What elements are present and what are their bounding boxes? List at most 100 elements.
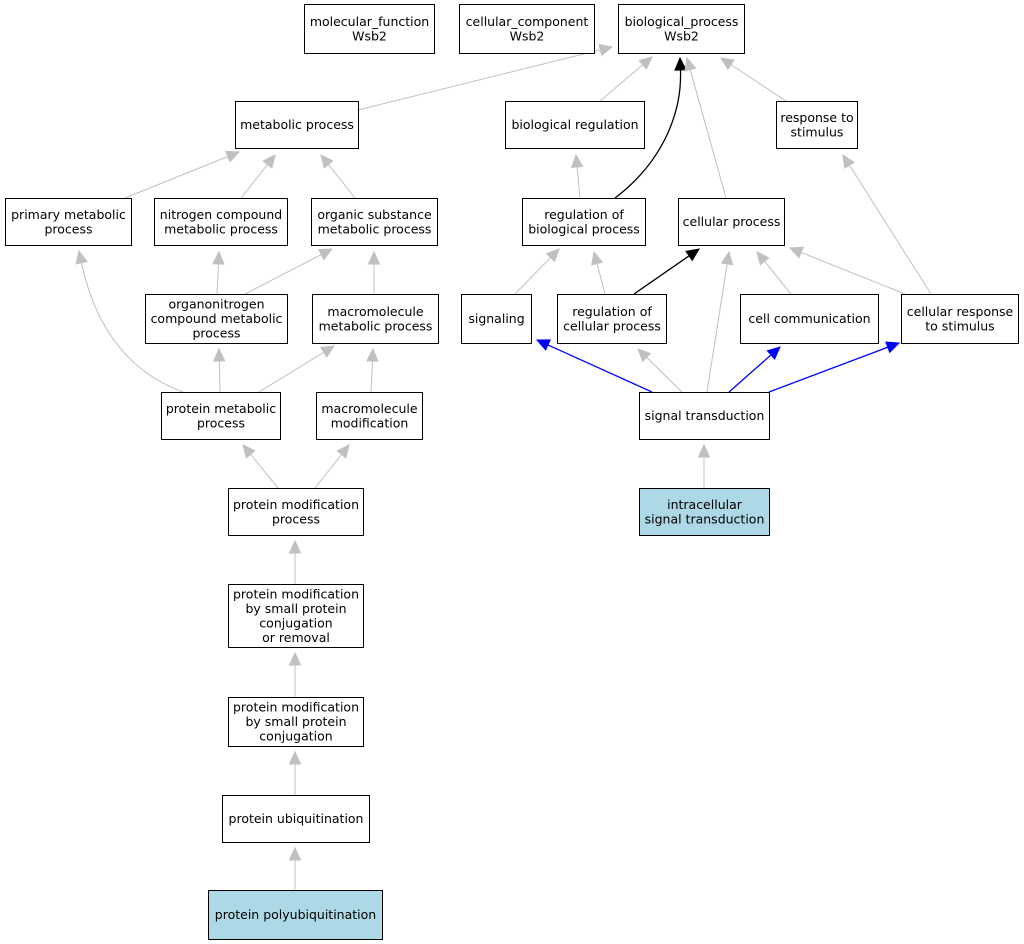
node-box bbox=[461, 294, 532, 344]
node-box bbox=[459, 4, 595, 54]
edge-polyubiq-to-ubiq-arrowhead bbox=[288, 846, 302, 861]
edge-bioreg-to-bp bbox=[599, 56, 653, 102]
node-label-line: protein modification bbox=[233, 700, 359, 715]
edge-sig-to-regbio-arrowhead bbox=[545, 248, 560, 263]
node-label-line: protein ubiquitination bbox=[229, 811, 364, 826]
node-label-line: protein modification bbox=[233, 497, 359, 512]
edge-sigtrans-to-cellp bbox=[706, 250, 734, 393]
node-label-line: cell communication bbox=[748, 311, 870, 326]
node-label-line: Wsb2 bbox=[664, 28, 699, 43]
edge-prim-to-meta-line bbox=[124, 156, 229, 199]
node-label-line: conjugation bbox=[259, 729, 332, 744]
edge-cellresp-to-resp-line bbox=[848, 164, 932, 295]
node-label-line: compound metabolic bbox=[151, 311, 283, 326]
edge-pmsmall-to-protmod-arrowhead bbox=[288, 539, 302, 554]
edge-orgN-to-org-arrowhead bbox=[318, 248, 334, 261]
node-polyubiq[interactable]: protein polyubiquitination bbox=[208, 890, 383, 940]
node-box bbox=[154, 198, 288, 246]
node-label-line: modification bbox=[331, 415, 409, 430]
edge-sigtrans-to-regcell-line bbox=[646, 357, 683, 393]
node-box bbox=[776, 101, 858, 149]
edge-protmet-to-orgN bbox=[213, 347, 226, 393]
node-box bbox=[740, 294, 879, 344]
edge-protmet-to-prim bbox=[75, 249, 184, 393]
node-bioreg[interactable]: biological regulation bbox=[505, 101, 645, 149]
edge-regbio-to-bp bbox=[614, 56, 687, 199]
edge-macmod-to-macmet-line bbox=[370, 360, 373, 393]
node-label-line: process bbox=[197, 415, 245, 430]
node-meta[interactable]: metabolic process bbox=[235, 101, 359, 149]
edge-meta-to-bp bbox=[357, 43, 614, 111]
node-box bbox=[901, 294, 1019, 344]
edge-sigtrans-to-cellresp bbox=[768, 341, 901, 393]
node-box bbox=[228, 584, 364, 648]
edge-pmsmall-to-protmod bbox=[288, 539, 302, 584]
node-box bbox=[639, 392, 770, 440]
node-box bbox=[235, 101, 359, 149]
edge-sigtrans-to-cellresp-line bbox=[768, 346, 889, 393]
node-box bbox=[557, 294, 667, 344]
edge-macmet-to-org-arrowhead bbox=[367, 250, 381, 265]
edge-cellp-to-bp bbox=[684, 56, 727, 199]
node-label-line: conjugation bbox=[259, 615, 332, 630]
edge-macmet-to-org bbox=[367, 250, 381, 294]
edge-orgN-to-org-line bbox=[244, 254, 322, 295]
node-box bbox=[5, 198, 132, 246]
edge-bioreg-to-bp-line bbox=[599, 64, 644, 102]
edge-meta-to-bp-arrowhead bbox=[598, 43, 614, 57]
edge-regcell-to-regbio-line bbox=[596, 263, 606, 295]
edge-resp-to-bp bbox=[719, 57, 787, 102]
edge-cellresp-to-cellp-line bbox=[800, 251, 906, 295]
node-label-line: or removal bbox=[262, 630, 330, 645]
node-label-line: signal transduction bbox=[645, 408, 765, 423]
node-box bbox=[678, 198, 785, 246]
node-box bbox=[618, 4, 745, 54]
edge-cellp-to-bp-line bbox=[689, 69, 727, 199]
node-ubiq[interactable]: protein ubiquitination bbox=[222, 795, 370, 843]
node-label-line: cellular process bbox=[563, 318, 661, 333]
edge-protmod-to-protmet-line bbox=[250, 453, 279, 489]
node-cellp[interactable]: cellular process bbox=[678, 198, 785, 246]
node-label-line: metabolic process bbox=[318, 221, 432, 236]
edge-sigtrans-to-sig-arrowhead bbox=[535, 339, 551, 351]
node-label-line: organic substance bbox=[317, 207, 432, 222]
edge-regcell-to-cellp bbox=[633, 248, 700, 295]
node-cellcomm[interactable]: cell communication bbox=[740, 294, 879, 344]
edge-cellresp-to-cellp-arrowhead bbox=[788, 246, 804, 259]
node-box bbox=[311, 198, 438, 246]
edge-regbio-to-bioreg-arrowhead bbox=[570, 153, 584, 169]
node-label-line: metabolic process bbox=[164, 221, 278, 236]
edge-sigtrans-to-cellcomm-line bbox=[728, 354, 772, 393]
edge-protmet-to-macmet-arrowhead bbox=[320, 345, 336, 358]
edge-sig-to-regbio-line bbox=[514, 257, 551, 295]
node-label-line: macromolecule bbox=[321, 401, 417, 416]
edge-sigtrans-to-sig bbox=[535, 339, 653, 393]
node-label-line: nitrogen compound bbox=[160, 207, 282, 222]
edge-sigtrans-to-regcell-arrowhead bbox=[637, 348, 652, 363]
edge-protmod-to-protmet bbox=[242, 444, 279, 489]
node-sigtrans[interactable]: signal transduction bbox=[639, 392, 770, 440]
edge-cellresp-to-cellp bbox=[788, 246, 906, 295]
node-label-line: signal transduction bbox=[645, 511, 765, 526]
node-sig[interactable]: signaling bbox=[461, 294, 532, 344]
edge-ubiq-to-pmconj bbox=[288, 750, 302, 795]
edge-bioreg-to-bp-arrowhead bbox=[638, 56, 653, 70]
